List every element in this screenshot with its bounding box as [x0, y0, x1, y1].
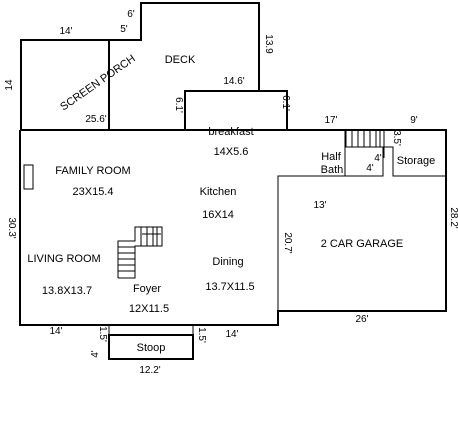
dim-garage-top-right: 9'	[410, 115, 418, 126]
dim-stair-35: 3.5'	[391, 130, 402, 146]
dim-deck-notch-side: 5'	[120, 24, 128, 35]
kitchen-label: Kitchen	[200, 186, 237, 198]
dim-garage-13: 13'	[313, 200, 326, 211]
dim-deck-bottom: 14.6'	[223, 76, 244, 87]
dim-stoop-left-15: 1.5'	[97, 326, 108, 342]
storage-stair	[345, 129, 385, 158]
dim-left-wall: 30.3'	[6, 217, 17, 238]
dim-bottom-right: 14'	[225, 329, 238, 340]
dim-deck-notch-top: 6'	[127, 9, 135, 20]
deck-label: DECK	[165, 54, 196, 66]
dining-label: Dining	[212, 256, 243, 268]
porch-outer-wall	[20, 39, 109, 130]
dim-garage-207: 20.7'	[282, 232, 293, 253]
dim-stair-4b: 4'	[366, 163, 374, 174]
fireplace	[23, 164, 34, 190]
deck-outline	[19, 2, 447, 326]
dim-bottom-left: 14'	[49, 326, 62, 337]
dim-porch-top: 14'	[59, 26, 72, 37]
screen-porch-label: SCREEN PORCH	[58, 53, 138, 114]
garage-inner-wall	[277, 146, 446, 311]
garage-label: 2 CAR GARAGE	[321, 238, 404, 250]
foyer-size: 12X11.5	[129, 303, 169, 315]
dining-size: 13.7X11.5	[205, 281, 254, 293]
living-room-label: LIVING ROOM	[27, 253, 100, 265]
dim-deck-step-right: 6.1'	[280, 95, 291, 111]
dim-stoop-right-15: 1.5'	[196, 327, 207, 343]
family-room-label: FAMILY ROOM	[55, 165, 130, 177]
half-bath-label-1: Half	[321, 151, 342, 163]
kitchen-size: 16X14	[202, 209, 234, 221]
dim-deck-step-left: 6.1'	[173, 97, 184, 113]
dim-garage-right: 28.2'	[448, 207, 458, 228]
stoop-outline	[108, 334, 194, 360]
dim-garage-top-left: 17'	[324, 115, 337, 126]
dim-stoop-side: 4'	[90, 350, 101, 358]
storage-label: Storage	[397, 155, 436, 167]
dim-stoop-width: 12.2'	[139, 365, 160, 376]
living-room-size: 13.8X13.7	[42, 285, 92, 297]
deck-step-wall	[184, 90, 259, 130]
half-bath-label-2: Bath	[321, 164, 344, 176]
breakfast-size: 14X5.6	[214, 146, 249, 158]
foyer-label: Foyer	[133, 283, 161, 295]
dim-deck-right: 13.9	[263, 34, 274, 54]
foyer-stair	[117, 226, 163, 279]
breakfast-label: breakfast	[208, 126, 253, 138]
dim-porch-left: 14	[4, 79, 15, 91]
dim-porch-bottom: 25.6'	[85, 114, 106, 125]
family-room-size: 23X15.4	[73, 186, 114, 198]
dim-stair-4a: 4'	[374, 153, 382, 164]
dim-garage-bottom: 26'	[355, 314, 368, 325]
stoop-label: Stoop	[137, 342, 166, 354]
